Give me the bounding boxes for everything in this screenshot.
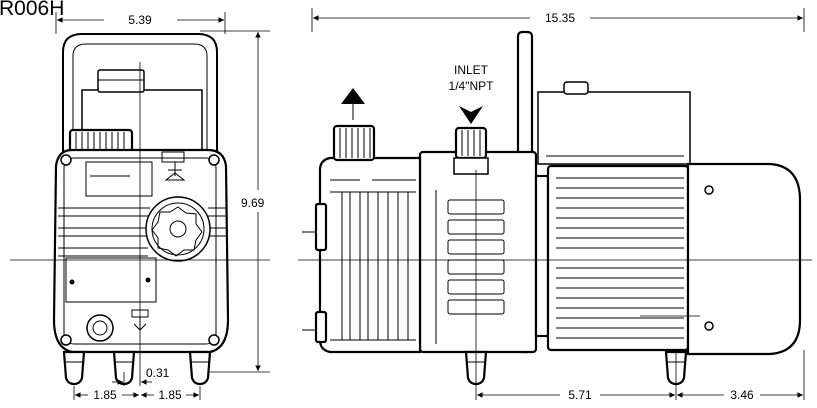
front-height-label: 9.69 [241, 196, 265, 210]
front-width-label: 5.39 [128, 13, 152, 27]
side-pump-port-upper [314, 202, 328, 252]
power-switch [97, 69, 145, 93]
side-inlet-fitting [454, 126, 488, 160]
side-pump-ribs [330, 179, 416, 341]
side-exhaust-cap-ribs [339, 128, 371, 158]
side-overall-length-label: 15.35 [545, 11, 575, 25]
side-coupling-flange [534, 174, 550, 338]
side-view: 15.35 [298, 8, 812, 402]
side-endcap-screw-top [704, 185, 714, 195]
exhaust-arrow-icon [341, 88, 365, 104]
vacuum-symbol-icon [164, 162, 186, 181]
model-title: R006H [0, 0, 64, 20]
side-switch [563, 81, 589, 95]
front-symbol-box [161, 151, 185, 163]
side-inlet-fitting-ribs [461, 130, 481, 156]
gas-ballast-knob-center [169, 220, 187, 238]
side-pump-port-lower [314, 310, 328, 344]
front-bolt-tr [208, 154, 220, 166]
side-motor-overhang-label: 3.46 [730, 388, 754, 402]
side-motor-housing [546, 164, 690, 352]
side-foot-span-label: 5.71 [568, 388, 592, 402]
front-handle-outer [62, 33, 218, 160]
front-feet [62, 350, 212, 386]
front-bolt-br [208, 334, 220, 346]
drain-fitting-outer [86, 314, 114, 342]
front-screw-left [69, 279, 75, 285]
inlet-size-label: 1/4"NPT [449, 79, 495, 93]
side-middle-block [418, 150, 538, 354]
front-foot-left-label: 1.85 [93, 388, 117, 402]
front-fins [58, 207, 226, 257]
front-label-plate [85, 161, 153, 197]
side-motor-endcap [686, 162, 802, 356]
front-handle-inner [72, 43, 208, 160]
side-motor-top-box [537, 91, 691, 165]
gas-ballast-knob-outer [145, 196, 211, 262]
side-pump-body [318, 156, 422, 354]
front-bolt-bl [60, 334, 72, 346]
front-view: 5.39 9.69 [10, 12, 270, 402]
gas-ballast-knob-star-icon [151, 206, 203, 257]
front-foot-offset-label: 0.31 [146, 366, 170, 380]
side-motor-fins [556, 177, 684, 339]
inlet-label: INLET [454, 63, 489, 77]
inlet-arrow-icon [459, 106, 483, 124]
front-foot-right-label: 1.85 [158, 388, 182, 402]
front-bolt-tl [60, 154, 72, 166]
drain-fitting-inner [92, 320, 108, 336]
front-screw-right [145, 277, 151, 283]
side-inlet-base [453, 157, 489, 175]
side-endcap-screw-bottom [704, 321, 714, 331]
side-feet [464, 350, 688, 386]
front-side-plate [65, 257, 157, 303]
